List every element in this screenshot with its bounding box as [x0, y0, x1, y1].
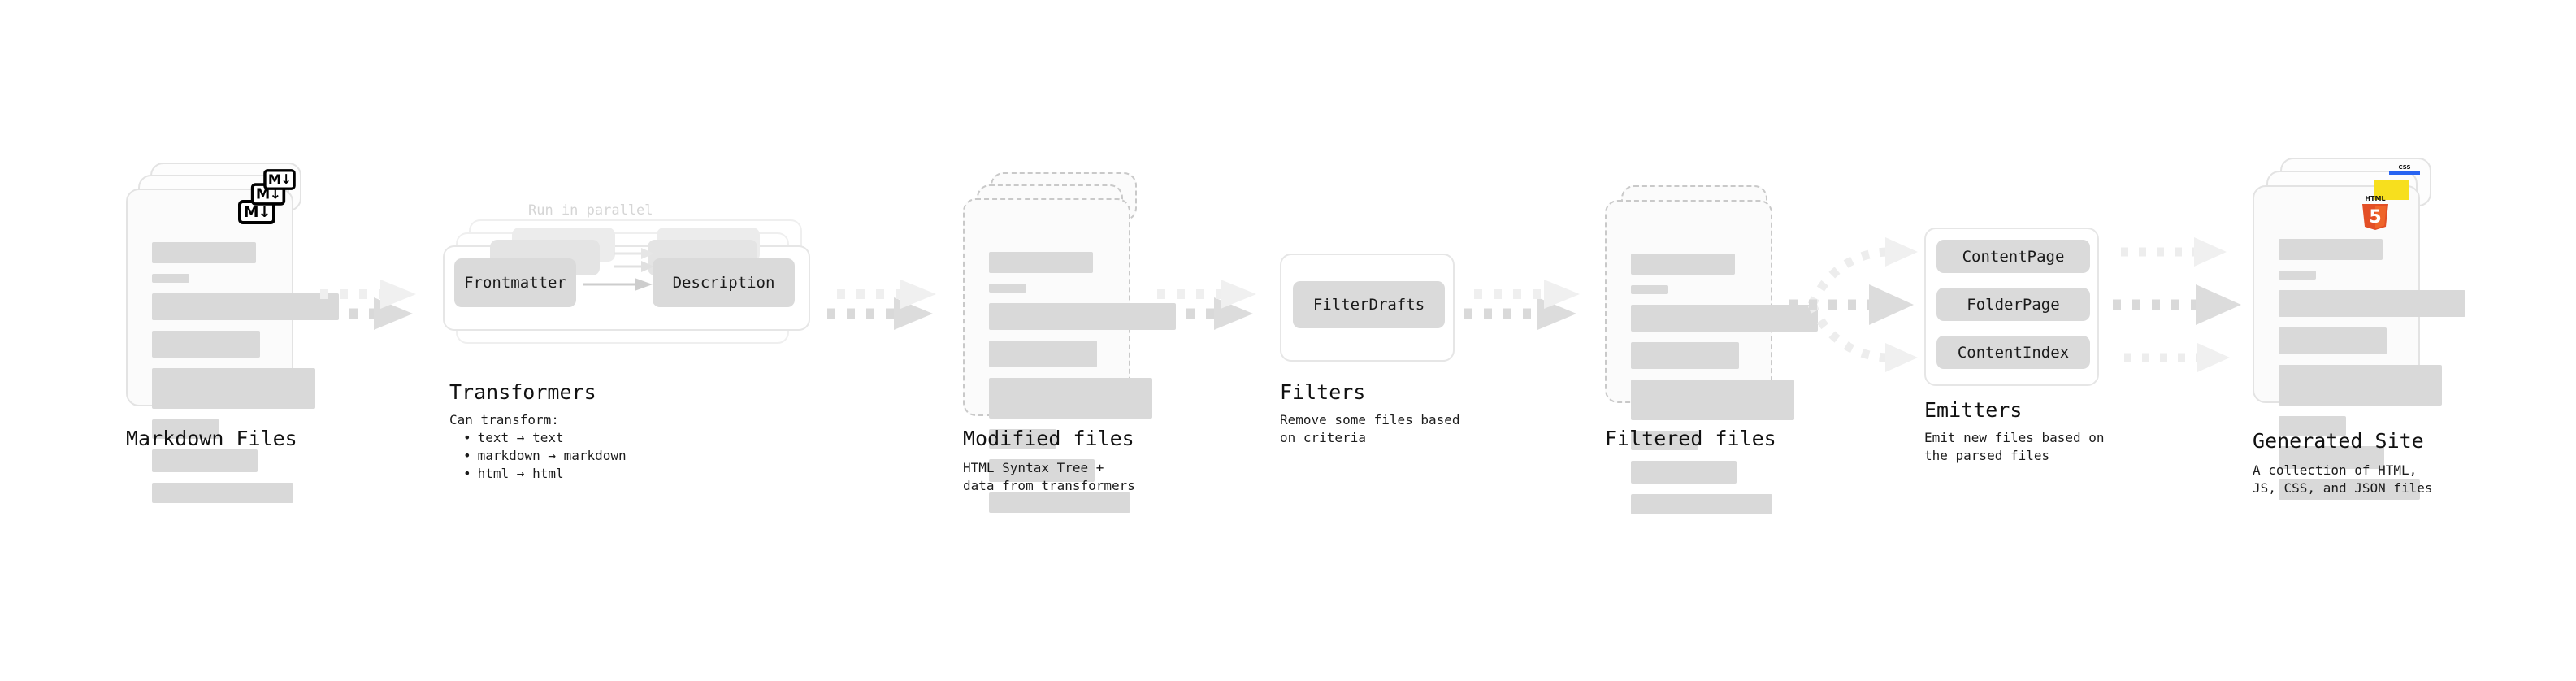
transformers-title: Transformers	[449, 380, 596, 404]
markdown-content-bars	[152, 242, 339, 503]
content-bar	[1631, 461, 1737, 484]
filters-subtitle: Remove some files based on criteria	[1280, 412, 1460, 445]
content-bar	[152, 242, 256, 263]
connector-transformers-to-modified	[827, 280, 936, 330]
transformers-bullet-0: text → text	[463, 429, 627, 447]
content-bar	[989, 340, 1097, 367]
content-bar	[152, 483, 293, 503]
connector-modified-to-filters	[1147, 280, 1256, 330]
content-bar	[1631, 431, 1698, 450]
js-icon	[2374, 180, 2409, 200]
content-bar	[989, 378, 1152, 419]
transformer-chip-description[interactable]: Description	[653, 258, 795, 307]
content-bar	[2279, 239, 2383, 260]
content-bar	[1631, 342, 1739, 369]
html5-icon: HTML 5	[2358, 193, 2392, 232]
css-icon-label: CSS	[2398, 164, 2411, 171]
content-bar	[152, 331, 260, 358]
connector-filters-to-filtered	[1464, 280, 1580, 330]
modified-files-subtitle: HTML Syntax Tree + data from transformer…	[963, 460, 1135, 493]
transformer-inner-arrow	[583, 278, 653, 291]
site-content-bars	[2279, 239, 2465, 500]
markdown-icon-back: M↓	[263, 169, 296, 190]
content-bar	[2279, 416, 2346, 436]
svg-text:HTML: HTML	[2365, 195, 2385, 202]
emitters-subtitle: Emit new files based on the parsed files	[1924, 430, 2105, 463]
css-icon-bar	[2389, 171, 2420, 175]
content-bar	[2279, 365, 2442, 406]
svg-text:5: 5	[2369, 207, 2381, 228]
modified-content-bars	[989, 252, 1176, 513]
filters-group: FilterDrafts	[1280, 254, 1455, 362]
modified-files-stack	[963, 172, 1176, 513]
transformers-bullet-list: text → text markdown → markdown html → h…	[455, 429, 627, 483]
css-icon: CSS	[2389, 164, 2420, 177]
transformer-inner-arrows-ghost	[614, 248, 654, 272]
generated-site-title: Generated Site	[2253, 429, 2424, 453]
connector-emitters-to-site	[2113, 237, 2241, 372]
modified-files-title: Modified files	[963, 427, 1134, 450]
content-bar	[2279, 446, 2384, 469]
transformers-bullet-1: markdown → markdown	[463, 447, 627, 465]
content-bar	[152, 274, 189, 283]
content-bar	[989, 459, 1095, 482]
filters-title: Filters	[1280, 380, 1366, 404]
content-bar	[2279, 479, 2420, 500]
content-bar	[989, 429, 1056, 449]
modified-sheet-front	[963, 198, 1176, 513]
content-bar	[2279, 271, 2316, 280]
content-bar	[152, 419, 219, 439]
content-bar	[989, 492, 1130, 513]
connector-markdown-to-transformers	[310, 280, 416, 330]
content-bar	[2279, 327, 2387, 354]
content-bar	[152, 293, 339, 320]
emitter-chip-folderpage[interactable]: FolderPage	[1936, 288, 2090, 321]
content-bar	[989, 252, 1093, 273]
filtered-files-stack	[1605, 185, 1818, 514]
filtered-sheet-front	[1605, 200, 1818, 514]
content-bar	[989, 303, 1176, 330]
transformers-group-stack: Frontmatter Description	[443, 219, 825, 358]
filtered-files-title: Filtered files	[1605, 427, 1776, 450]
content-bar	[152, 449, 258, 472]
content-bar	[2279, 290, 2465, 317]
emitters-title: Emitters	[1924, 398, 2023, 422]
content-bar	[152, 368, 315, 409]
filter-chip-filterdrafts[interactable]: FilterDrafts	[1293, 281, 1445, 328]
emitters-group: ContentPage FolderPage ContentIndex	[1924, 228, 2099, 386]
run-in-parallel-label: Run in parallel	[528, 202, 653, 219]
generated-site-stack: CSS HTML 5	[2253, 158, 2465, 500]
content-bar	[1631, 494, 1772, 514]
emitter-chip-contentindex[interactable]: ContentIndex	[1936, 336, 2090, 369]
content-bar	[1631, 380, 1794, 420]
transformer-chip-frontmatter[interactable]: Frontmatter	[454, 258, 576, 307]
markdown-files-title: Markdown Files	[126, 427, 297, 450]
content-bar	[1631, 285, 1668, 294]
filtered-content-bars	[1631, 254, 1818, 514]
transformers-bullet-2: html → html	[463, 465, 627, 483]
markdown-files-stack: M↓ M↓ M↓	[126, 163, 339, 503]
content-bar	[1631, 305, 1818, 332]
markdown-sheet-front	[126, 189, 339, 503]
transformers-subtitle-intro: Can transform:	[449, 412, 559, 427]
content-bar	[1631, 254, 1735, 275]
connector-filtered-to-emitters	[1789, 237, 1918, 372]
emitter-chip-contentpage[interactable]: ContentPage	[1936, 240, 2090, 273]
generated-site-subtitle: A collection of HTML, JS, CSS, and JSON …	[2253, 462, 2433, 496]
site-sheet-front	[2253, 185, 2465, 500]
content-bar	[989, 284, 1026, 293]
